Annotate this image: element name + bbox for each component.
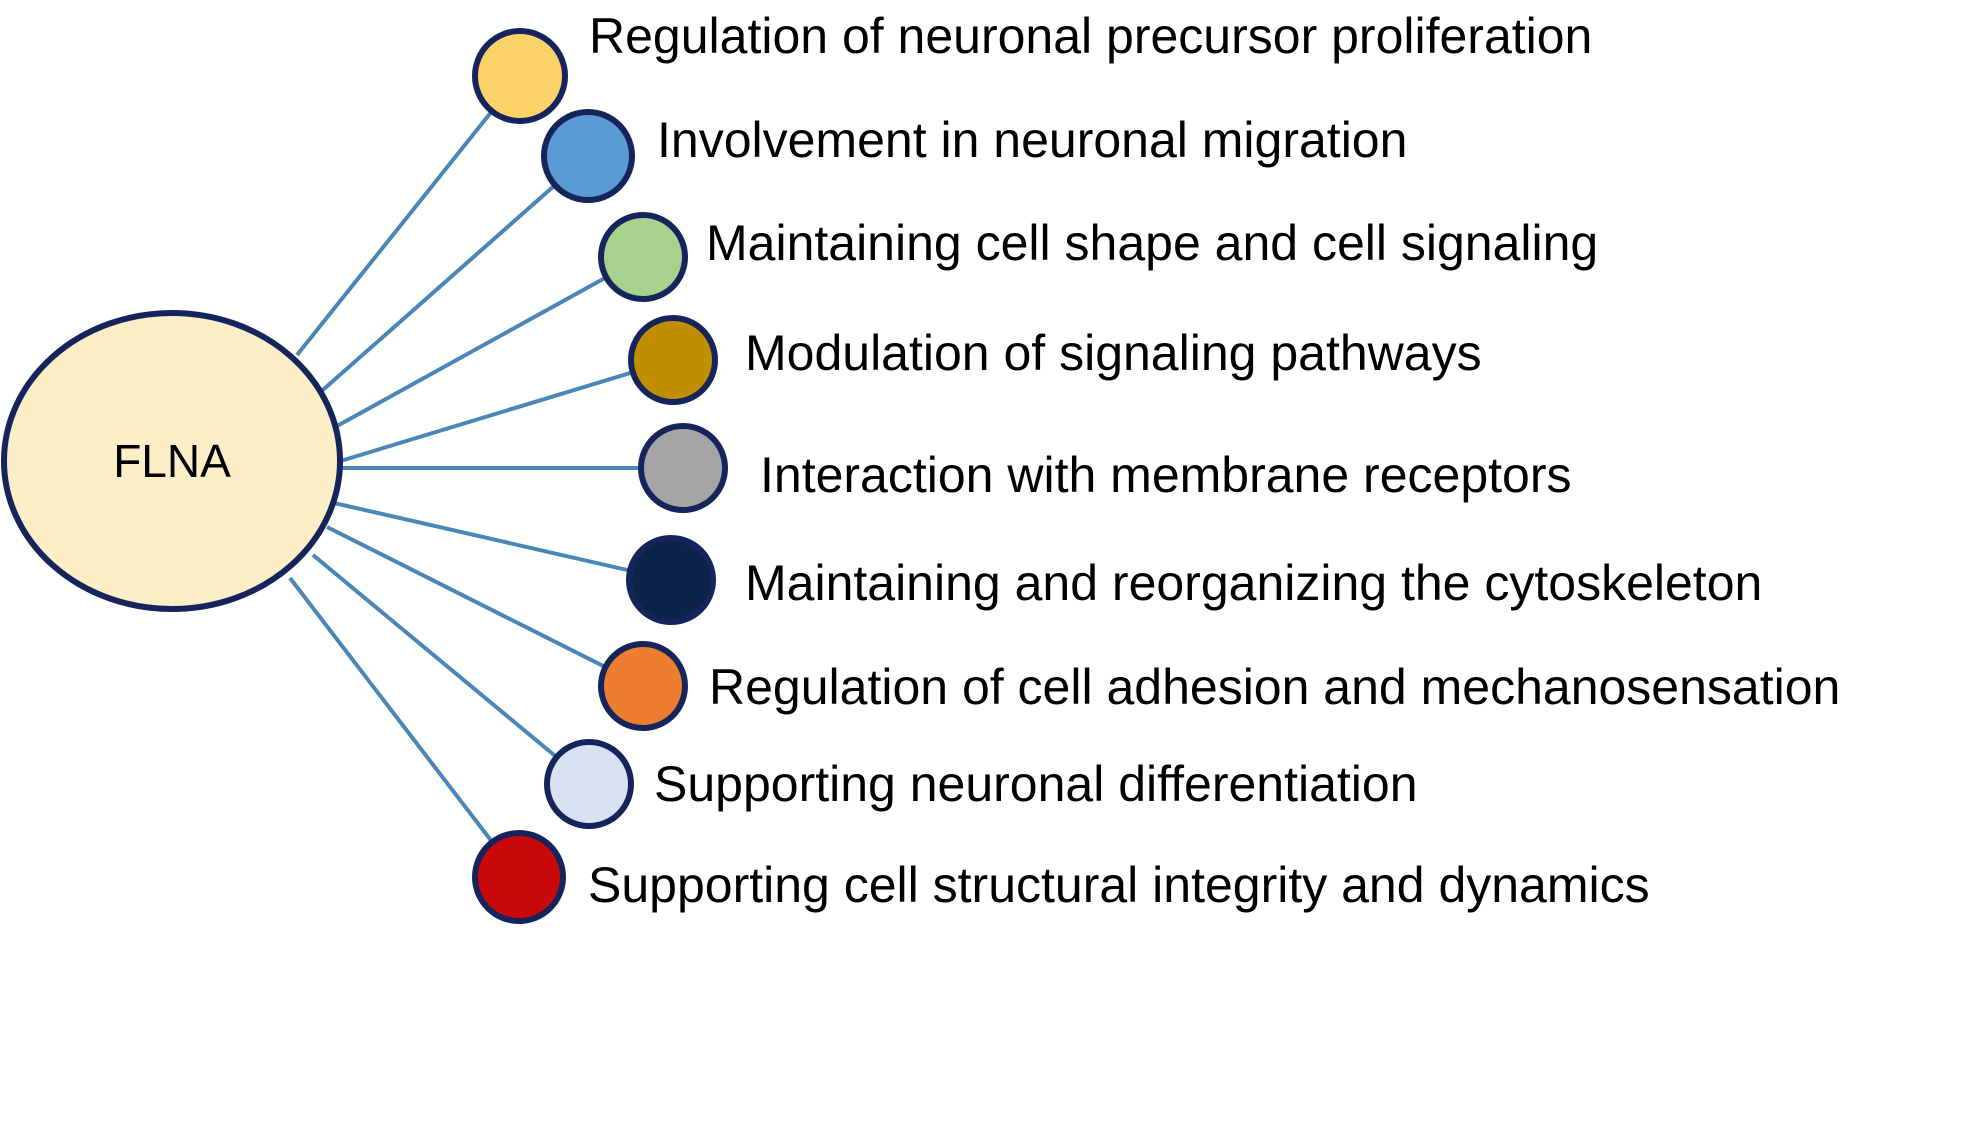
function-node-label-3: Modulation of signaling pathways bbox=[745, 325, 1482, 381]
edge-flna-to-node-6 bbox=[326, 525, 644, 688]
edge-flna-to-node-2 bbox=[327, 255, 644, 433]
central-node-flna[interactable] bbox=[1, 310, 343, 612]
edge-flna-to-node-1 bbox=[314, 154, 590, 398]
function-node-0[interactable] bbox=[472, 28, 568, 124]
function-node-1[interactable] bbox=[541, 109, 635, 203]
function-node-label-4: Interaction with membrane receptors bbox=[760, 447, 1572, 503]
function-node-6[interactable] bbox=[598, 641, 688, 731]
function-node-2[interactable] bbox=[598, 212, 688, 302]
function-node-8[interactable] bbox=[472, 830, 566, 924]
function-node-label-0: Regulation of neuronal precursor prolife… bbox=[589, 8, 1593, 64]
function-node-7[interactable] bbox=[544, 739, 634, 829]
edge-flna-to-node-5 bbox=[333, 501, 672, 582]
function-node-label-5: Maintaining and reorganizing the cytoske… bbox=[745, 555, 1763, 611]
edge-flna-to-node-8 bbox=[288, 576, 521, 879]
function-node-4[interactable] bbox=[638, 423, 728, 513]
edge-flna-to-node-0 bbox=[295, 74, 522, 357]
function-node-label-2: Maintaining cell shape and cell signalin… bbox=[706, 215, 1599, 271]
edge-flna-to-node-3 bbox=[333, 358, 674, 465]
function-node-3[interactable] bbox=[628, 315, 718, 405]
function-node-label-6: Regulation of cell adhesion and mechanos… bbox=[709, 659, 1841, 715]
central-node-label: FLNA bbox=[113, 435, 231, 487]
function-node-label-1: Involvement in neuronal migration bbox=[657, 112, 1408, 168]
function-node-label-7: Supporting neuronal differentiation bbox=[654, 756, 1418, 812]
edge-flna-to-node-7 bbox=[311, 553, 591, 786]
function-node-5[interactable] bbox=[626, 535, 716, 625]
function-node-label-8: Supporting cell structural integrity and… bbox=[588, 857, 1650, 913]
